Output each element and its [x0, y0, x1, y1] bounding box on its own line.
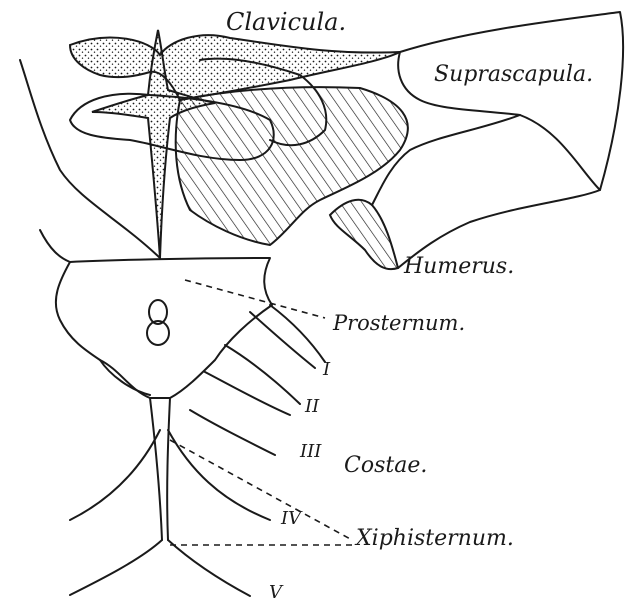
xiphisternum-branches: [70, 430, 270, 596]
label-suprascapula: Suprascapula.: [434, 64, 593, 86]
rib-numeral-2: II: [305, 398, 319, 416]
label-humerus: Humerus.: [404, 256, 514, 278]
label-xiphisternum: Xiphisternum.: [356, 528, 514, 550]
leader-prosternum: [185, 280, 325, 318]
rib-numeral-5: V: [269, 584, 282, 602]
rib-numeral-4: IV: [281, 510, 301, 528]
rib-3: [190, 410, 275, 455]
xiphisternum-stem: [150, 398, 170, 540]
leader-xiphisternum-1: [170, 440, 352, 540]
humerus-shape: [330, 200, 398, 269]
label-clavicula: Clavicula.: [226, 10, 346, 34]
rib-numeral-1: I: [323, 361, 330, 379]
sternum-body: [70, 258, 272, 398]
rib-numeral-3: III: [300, 443, 321, 461]
label-prosternum: Prosternum.: [333, 313, 465, 334]
suprascapula-shape: [398, 12, 623, 190]
label-costae: Costae.: [344, 455, 427, 477]
